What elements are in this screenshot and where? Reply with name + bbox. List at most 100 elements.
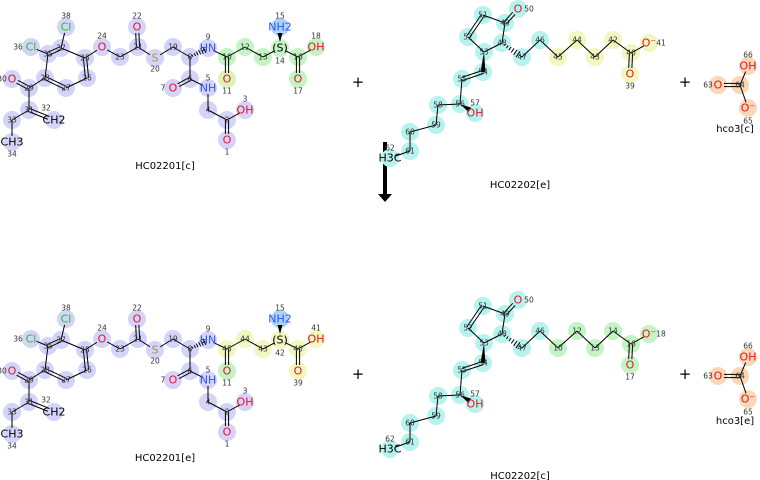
single-bond (459, 369, 463, 396)
atom-number: 14 (608, 327, 618, 336)
single-bond (395, 150, 411, 157)
atom-number: 15 (275, 12, 285, 21)
double-bond (138, 32, 141, 47)
atom-number: 18 (311, 32, 321, 41)
atom-symbol: H3C (379, 152, 402, 165)
atom-highlight (3, 425, 21, 443)
atom-symbol: O (133, 313, 142, 326)
single-bond (739, 71, 747, 86)
hash-bond (193, 345, 196, 349)
atom-number: 66 (743, 342, 753, 351)
atom-symbol: CH2 (43, 406, 66, 419)
single-bond (202, 48, 206, 52)
single-bond (435, 104, 439, 126)
single-bond (159, 46, 174, 56)
atom-highlight (146, 341, 164, 359)
bonds (395, 11, 644, 157)
atom-highlight (128, 310, 146, 328)
atom-number: 28 (40, 74, 50, 83)
atom-highlights (381, 0, 658, 167)
atom-symbol: OH (740, 351, 757, 364)
atom-number: 57 (470, 390, 480, 399)
wedge-bond (277, 33, 283, 42)
atom-number: 19 (168, 335, 178, 344)
single-bond (107, 49, 121, 58)
single-bond (84, 49, 98, 59)
hash-bond (513, 49, 518, 56)
single-bond (60, 324, 66, 341)
atom-number: 61 (405, 438, 415, 447)
single-bond (172, 338, 191, 350)
compound-name: HC02202[c] (490, 471, 550, 480)
atom-symbol: OH (467, 398, 484, 411)
atom-number: 24 (97, 324, 107, 333)
single-bond (159, 338, 174, 348)
atom-number: 15 (275, 304, 285, 313)
atom-symbol: OH (308, 41, 325, 54)
hash-bond (503, 334, 506, 337)
atom-number: 6 (188, 367, 193, 376)
single-bond (501, 313, 506, 335)
atom-number: 4 (206, 398, 211, 407)
atom-number: 16 (626, 340, 636, 349)
atom-number: 22 (132, 304, 142, 313)
atom-highlight (640, 34, 658, 52)
atom-symbol: NH (200, 82, 217, 95)
atom-number: 37 (56, 336, 66, 345)
double-bond (29, 108, 50, 117)
atom-symbol: OH (740, 60, 757, 73)
atom-number: 36 (13, 335, 23, 344)
single-bond (483, 333, 503, 344)
hash-bond (510, 48, 515, 53)
double-bond (45, 76, 67, 88)
atom-number: 8 (188, 53, 193, 62)
atom-symbol: HN (200, 334, 217, 347)
atom-number: 59 (431, 412, 441, 421)
double-bond (503, 11, 514, 23)
atom-highlight (271, 39, 289, 57)
wedge-bond (460, 395, 472, 404)
atom-symbol: O (8, 365, 17, 378)
single-bond (557, 39, 578, 58)
double-bond (138, 324, 141, 339)
atom-number: 13 (590, 344, 600, 353)
atom-highlight (739, 348, 757, 366)
atom-symbol: OH (237, 396, 254, 409)
atom-highlight (271, 331, 289, 349)
bonds (11, 324, 311, 428)
atom-highlight (22, 330, 40, 348)
atom-symbol: O⁻ (642, 37, 657, 50)
molecule-hc02201e: Cl3837Cl36352526272829O3031CH23233CH334O… (0, 304, 325, 451)
atom-symbol: OH (308, 333, 325, 346)
single-bond (44, 53, 49, 79)
atom-number: 3 (243, 387, 248, 396)
single-bond (612, 39, 632, 54)
atom-number: 25 (80, 54, 90, 63)
plus-sign: + (679, 73, 692, 91)
atom-number: 4 (206, 106, 211, 115)
double-bond (466, 304, 483, 328)
single-bond (395, 441, 411, 448)
atom-number: 46 (535, 36, 545, 45)
atom-number: 45 (222, 345, 232, 354)
atom-symbol: O (294, 365, 303, 378)
double-bond (48, 340, 62, 348)
atom-number: 58 (433, 392, 443, 401)
atom-number: 62 (385, 435, 395, 444)
atom-number: 39 (293, 379, 303, 388)
atom-highlight (289, 70, 307, 88)
bonds (11, 32, 311, 136)
single-bond (539, 39, 559, 58)
atom-highlight (739, 390, 757, 408)
atom-number: 61 (405, 147, 415, 156)
atom-symbol: O (169, 374, 178, 387)
single-bond (11, 109, 30, 121)
hash-bond (191, 54, 194, 57)
atom-highlight (621, 356, 639, 374)
atom-number: 2 (225, 116, 230, 125)
atom-symbol: O (714, 370, 723, 383)
atom-symbol: O (98, 333, 107, 346)
double-bond (177, 77, 190, 85)
